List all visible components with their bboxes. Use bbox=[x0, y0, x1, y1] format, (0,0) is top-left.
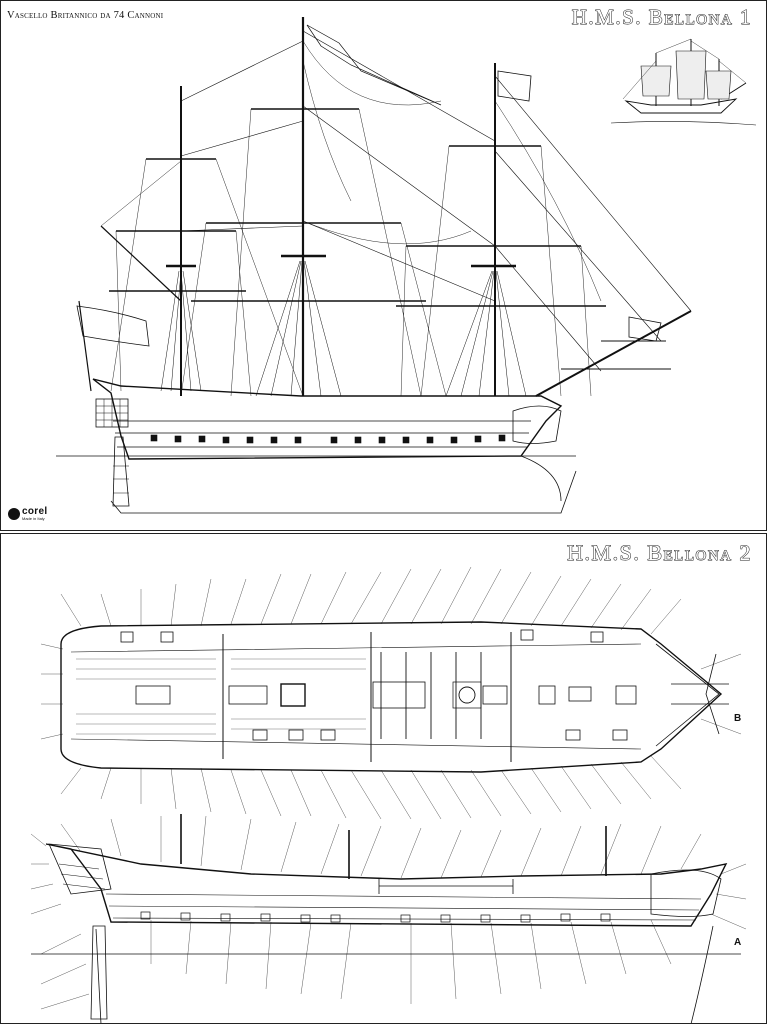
flag bbox=[628, 316, 662, 342]
pennant bbox=[306, 24, 442, 106]
yard bbox=[109, 158, 246, 292]
grating bbox=[280, 683, 306, 707]
plan-title: H.M.S. Bellona 2 bbox=[567, 540, 752, 566]
grating bbox=[135, 685, 171, 705]
grating bbox=[615, 685, 637, 705]
logo-mark-icon bbox=[8, 508, 20, 520]
flag bbox=[76, 305, 150, 347]
bowsprit bbox=[535, 310, 692, 397]
capstan bbox=[458, 686, 476, 704]
view-label-a: A bbox=[734, 937, 742, 948]
sail-plan-drawing bbox=[56, 17, 757, 514]
grating bbox=[482, 685, 508, 705]
grating bbox=[372, 681, 426, 709]
keel-line bbox=[95, 925, 714, 1023]
plan-title: H.M.S. Bellona 1 bbox=[571, 5, 752, 30]
logo-text: corel bbox=[22, 506, 48, 517]
yard bbox=[191, 108, 426, 302]
rudder bbox=[112, 436, 130, 507]
grating bbox=[568, 686, 592, 702]
plan-sheet-2: H.M.S. Bellona 2 bbox=[0, 533, 767, 1024]
grating bbox=[228, 685, 268, 705]
yard bbox=[396, 145, 606, 307]
plan-sheet-1: Vascello Britannico da 74 Cannoni H.M.S.… bbox=[0, 0, 767, 531]
hull-profile bbox=[45, 843, 728, 927]
hull-profile bbox=[92, 378, 563, 460]
ship-thumbnail bbox=[610, 38, 757, 126]
bow-head bbox=[512, 405, 562, 444]
deck-guns bbox=[120, 629, 628, 741]
grating bbox=[538, 685, 556, 705]
gunports bbox=[140, 911, 611, 923]
view-label-b: B bbox=[734, 713, 742, 724]
flag bbox=[497, 70, 532, 102]
plan-subtitle: Vascello Britannico da 74 Cannoni bbox=[7, 10, 164, 21]
keel-line bbox=[110, 470, 577, 514]
deck-outline bbox=[60, 621, 723, 773]
gunports bbox=[150, 434, 506, 444]
logo-subtext: Made in Italy bbox=[22, 516, 45, 521]
deck-plan-drawing bbox=[30, 566, 747, 1023]
corel-logo: corel Made in Italy bbox=[8, 506, 52, 522]
